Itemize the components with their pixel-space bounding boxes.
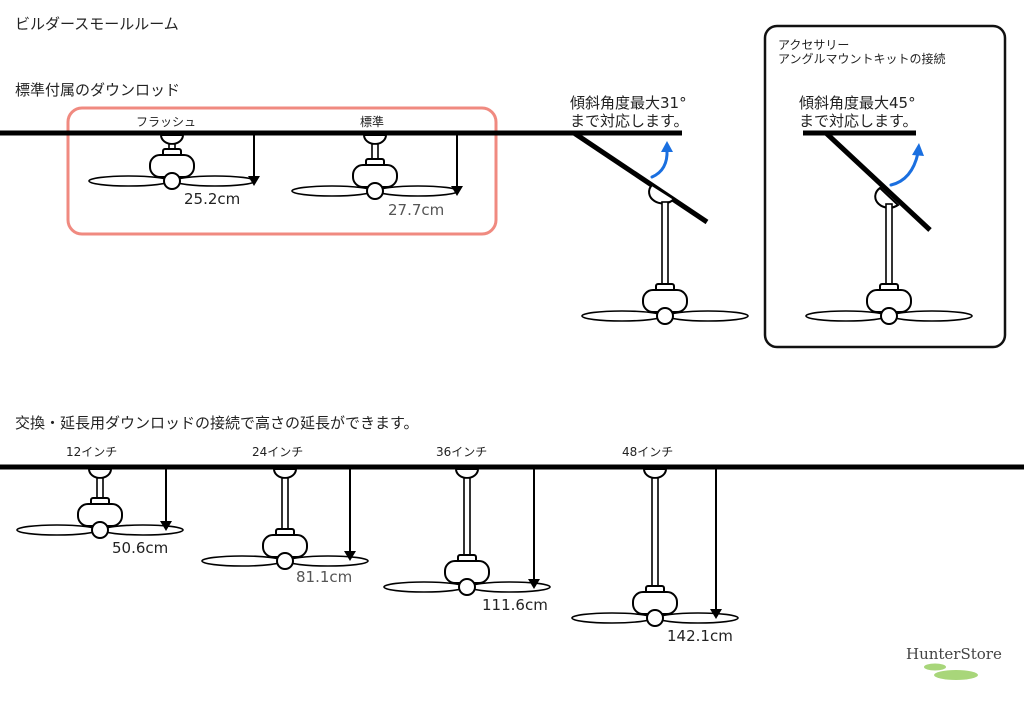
- flush-fan-hub: [163, 172, 181, 190]
- rod-12-label: 12インチ: [66, 445, 118, 459]
- rod48-fan-blade-left: [571, 612, 653, 624]
- standard-fan-blade-right: [377, 185, 459, 197]
- page-title: ビルダースモールルーム: [15, 15, 179, 33]
- rod12-fan-canopy: [87, 468, 113, 479]
- slope31-fan-blade-left: [581, 310, 663, 322]
- rod-36-drop-measure: 111.6cm: [482, 596, 548, 614]
- brand-logo-leaf-small: [924, 663, 946, 671]
- slope31-fan-hub: [656, 307, 674, 325]
- flush-fan-blade-left: [88, 175, 170, 187]
- rod48-drop-arrow-head: [710, 609, 722, 619]
- slope45-blue-arrow-head: [912, 143, 924, 156]
- rod36-fan-canopy: [454, 468, 480, 479]
- slope31-blue-arrow-head: [661, 141, 673, 152]
- flush-drop-measure: 25.2cm: [184, 190, 241, 208]
- rod-36-label: 36インチ: [436, 445, 488, 459]
- standard-drop-measure: 27.7cm: [388, 201, 445, 219]
- slope45-fan-downrod: [885, 203, 893, 287]
- standard-fan-hub: [366, 182, 384, 200]
- rod12-fan-downrod: [96, 477, 104, 501]
- rod36-fan-hub: [458, 578, 476, 596]
- standard-section-heading: 標準付属のダウンロッド: [15, 81, 181, 99]
- rod36-fan-blade-left: [383, 581, 465, 593]
- rod24-fan-hub: [276, 552, 294, 570]
- rod-48-label: 48インチ: [622, 445, 674, 459]
- slope31-fan-blade-right: [667, 310, 749, 322]
- rod-24-drop-measure: 81.1cm: [296, 568, 353, 586]
- rod-24-label: 24インチ: [252, 445, 304, 459]
- rod48-fan-downrod: [651, 477, 659, 589]
- extension-section-heading: 交換・延長用ダウンロッドの接続で高さの延長ができます。: [15, 414, 419, 432]
- slope-note-line1: 傾斜角度最大31°: [570, 94, 687, 112]
- rod24-fan-blade-left: [201, 555, 283, 567]
- rod12-fan-blade-right: [102, 524, 184, 536]
- brand-name: HunterStore: [906, 645, 1002, 663]
- slope31-blue-arrow-curve: [650, 148, 669, 179]
- rod36-fan-blade-right: [469, 581, 551, 593]
- rod36-drop-arrow-head: [528, 579, 540, 589]
- sloped-ceiling-31: [572, 130, 709, 225]
- slope45-fan-blade-left: [805, 310, 887, 322]
- standard-label: 標準: [360, 115, 385, 129]
- flush-drop-arrow-head: [248, 176, 260, 186]
- standard-drop-arrow-head: [451, 186, 463, 196]
- rod-48-drop-measure: 142.1cm: [667, 627, 733, 645]
- sloped-ceiling-45: [824, 131, 932, 232]
- rod24-fan-canopy: [272, 468, 298, 479]
- brand-logo-leaf-large: [934, 670, 978, 680]
- flush-label: フラッシュ: [136, 115, 197, 129]
- accessory-title-line1: アクセサリー: [778, 38, 850, 52]
- slope31-fan-downrod: [661, 201, 669, 287]
- accessory-note-line1: 傾斜角度最大45°: [799, 94, 916, 112]
- rod-12-drop-measure: 50.6cm: [112, 539, 169, 557]
- rod12-fan-blade-left: [16, 524, 98, 536]
- rod48-fan-canopy: [642, 468, 668, 479]
- standard-fan-blade-left: [291, 185, 373, 197]
- rod24-drop-arrow-head: [344, 551, 356, 561]
- slope45-fan-hub: [880, 307, 898, 325]
- rod12-drop-arrow-head: [160, 521, 172, 531]
- rod48-fan-blade-right: [657, 612, 739, 624]
- flush-fan-canopy: [159, 134, 185, 145]
- accessory-title-line2: アングルマウントキットの接続: [778, 52, 946, 66]
- standard-fan-canopy: [362, 134, 388, 145]
- slope45-fan-blade-right: [891, 310, 973, 322]
- rod36-fan-downrod: [463, 477, 471, 558]
- standard-highlight-box: [66, 106, 498, 236]
- slope45-canopy: [874, 186, 900, 209]
- rod24-fan-downrod: [281, 477, 289, 532]
- rod48-fan-hub: [646, 609, 664, 627]
- rod24-fan-blade-right: [287, 555, 369, 567]
- flush-fan-blade-right: [174, 175, 256, 187]
- slope31-canopy: [648, 183, 676, 205]
- accessory-box: [763, 24, 1007, 349]
- slope-note-line2: まで対応します。: [570, 112, 689, 130]
- accessory-note-line2: まで対応します。: [799, 112, 918, 130]
- rod12-fan-hub: [91, 521, 109, 539]
- slope45-blue-arrow-curve: [889, 151, 920, 187]
